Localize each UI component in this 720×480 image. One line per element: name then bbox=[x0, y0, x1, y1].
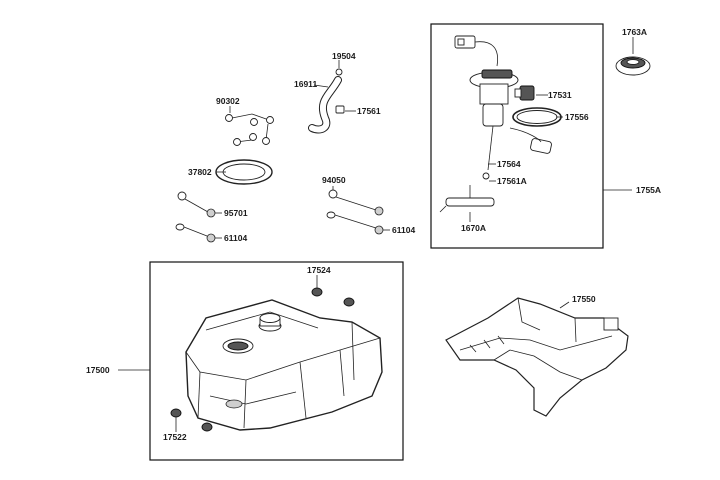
fuel-pump-connector bbox=[454, 35, 499, 67]
label-17524: 17524 bbox=[307, 265, 331, 275]
label-17556: 17556 bbox=[565, 112, 589, 122]
label-1670A: 1670A bbox=[461, 223, 486, 233]
pump-gasket bbox=[215, 159, 273, 185]
label-61104-middle: 61104 bbox=[392, 225, 415, 235]
label-1755A: 1755A bbox=[636, 185, 661, 195]
label-17550: 17550 bbox=[572, 294, 596, 304]
label-17561A: 17561A bbox=[497, 176, 527, 186]
tank-bolt-middle bbox=[328, 189, 384, 216]
mounting-bolts bbox=[225, 113, 274, 146]
fuel-cap bbox=[615, 56, 651, 76]
label-17531: 17531 bbox=[548, 90, 572, 100]
pressure-regulator bbox=[514, 85, 535, 101]
filter-piece bbox=[530, 138, 552, 154]
tank-tray bbox=[445, 297, 629, 417]
pump-hose-line bbox=[509, 127, 542, 143]
tank-rubber-mount-top bbox=[311, 287, 355, 307]
label-95701: 95701 bbox=[224, 208, 248, 218]
fuel-tank-box bbox=[149, 261, 404, 461]
fuel-strainer bbox=[439, 185, 495, 213]
hose-clamp bbox=[335, 105, 345, 114]
fuel-pump-assembly-box bbox=[430, 23, 604, 249]
tank-stud-middle bbox=[326, 211, 384, 235]
tank-rubber-mount-bottom bbox=[170, 408, 213, 432]
label-17500: 17500 bbox=[86, 365, 110, 375]
label-94050: 94050 bbox=[322, 175, 346, 185]
fuel-pump-body bbox=[469, 69, 519, 180]
leader-lines bbox=[118, 37, 634, 432]
fuel-hose bbox=[308, 68, 343, 134]
label-17561: 17561 bbox=[357, 106, 381, 116]
label-1763A: 1763A bbox=[622, 27, 647, 37]
o-ring-inner bbox=[516, 110, 558, 124]
label-61104-left: 61104 bbox=[224, 233, 247, 243]
tank-bolt-left bbox=[177, 191, 216, 218]
label-19504: 19504 bbox=[332, 51, 356, 61]
label-37802: 37802 bbox=[188, 167, 212, 177]
label-90302: 90302 bbox=[216, 96, 240, 106]
label-17564: 17564 bbox=[497, 159, 521, 169]
tank-stud-left bbox=[175, 223, 216, 243]
label-17522: 17522 bbox=[163, 432, 187, 442]
label-16911: 16911 bbox=[294, 79, 317, 89]
fuel-tank bbox=[185, 299, 383, 431]
